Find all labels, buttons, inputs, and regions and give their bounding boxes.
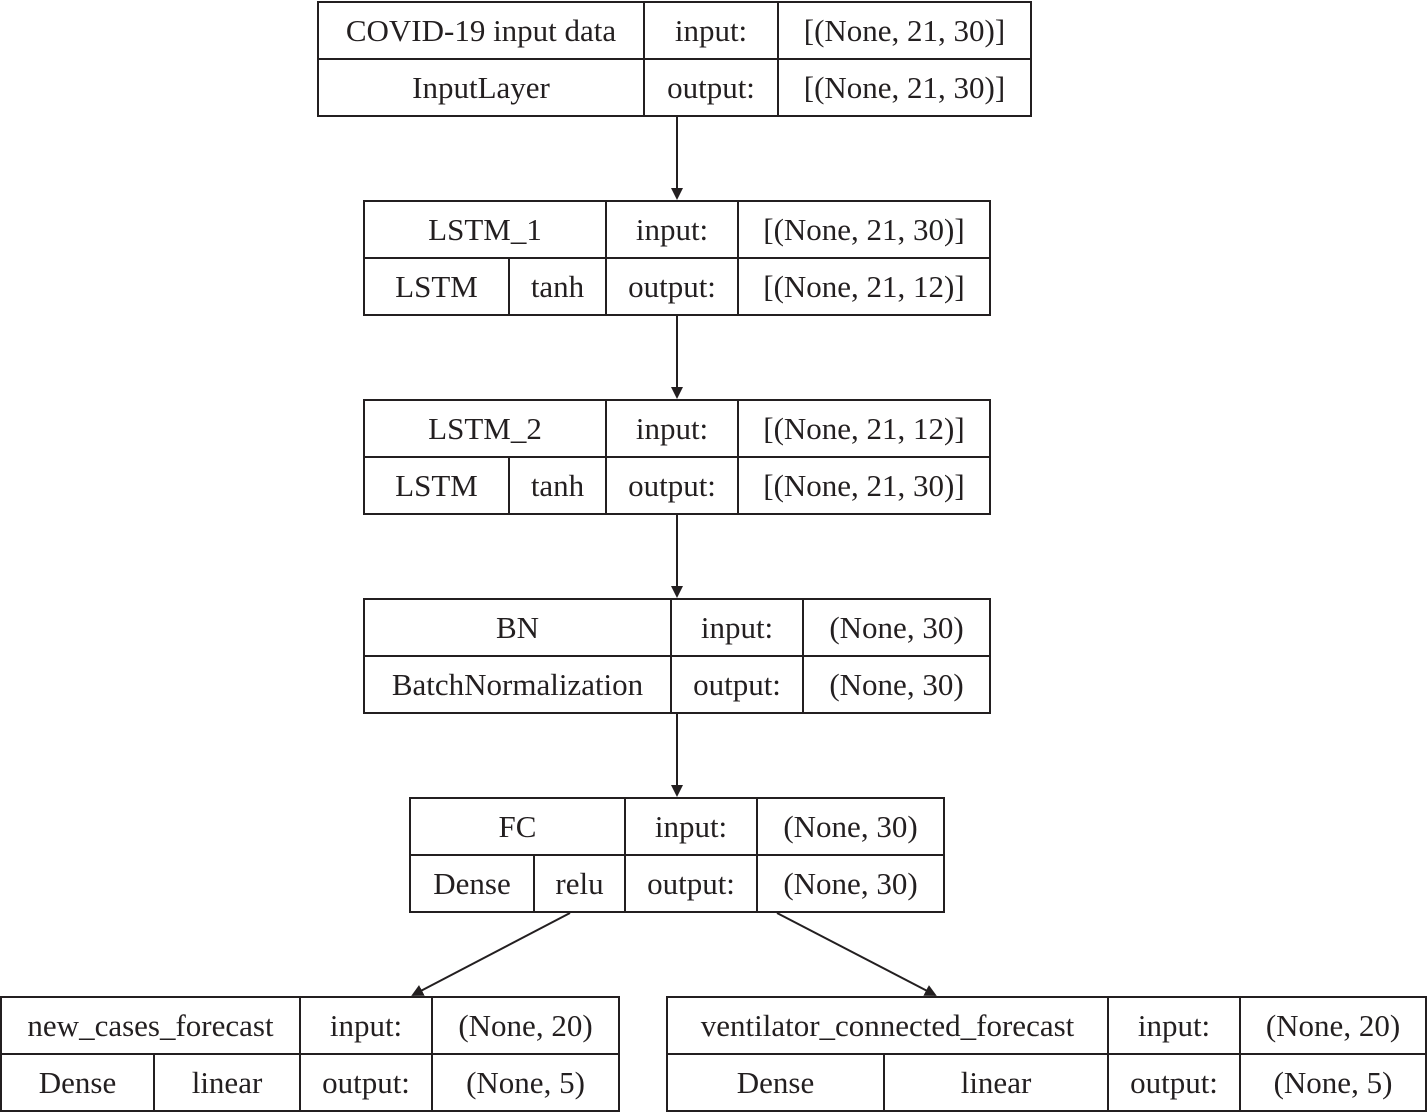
layer-activation: tanh (508, 257, 607, 316)
layer-type: Dense (409, 854, 535, 913)
layer-activation: relu (533, 854, 626, 913)
output-label: output: (299, 1053, 433, 1112)
edge-fc-to-new-cases (411, 912, 571, 996)
layer-type: LSTM (363, 456, 510, 515)
output-label: output: (1107, 1053, 1241, 1112)
input-shape: [(None, 21, 12)] (737, 399, 991, 458)
input-label: input: (1107, 996, 1241, 1055)
output-label: output: (643, 58, 779, 117)
output-shape: [(None, 21, 12)] (737, 257, 991, 316)
output-shape: [(None, 21, 30)] (737, 456, 991, 515)
input-shape: (None, 20) (431, 996, 620, 1055)
output-shape: [(None, 21, 30)] (777, 58, 1032, 117)
layer-activation: linear (153, 1053, 301, 1112)
layer-name: FC (409, 797, 626, 856)
layer-type: Dense (666, 1053, 885, 1112)
input-shape: (None, 30) (802, 598, 991, 657)
layer-name: LSTM_2 (363, 399, 607, 458)
input-shape: (None, 20) (1239, 996, 1427, 1055)
input-shape: [(None, 21, 30)] (777, 1, 1032, 60)
layer-name: LSTM_1 (363, 200, 607, 259)
input-label: input: (643, 1, 779, 60)
layer-type: Dense (0, 1053, 155, 1112)
output-label: output: (624, 854, 758, 913)
output-shape: (None, 30) (756, 854, 945, 913)
layer-name: ventilator_connected_forecast (666, 996, 1109, 1055)
output-shape: (None, 5) (1239, 1053, 1427, 1112)
input-shape: (None, 30) (756, 797, 945, 856)
output-shape: (None, 5) (431, 1053, 620, 1112)
output-shape: (None, 30) (802, 655, 991, 714)
layer-activation: tanh (508, 456, 607, 515)
edge-fc-to-ventilator (776, 912, 937, 996)
input-label: input: (299, 996, 433, 1055)
input-shape: [(None, 21, 30)] (737, 200, 991, 259)
input-label: input: (624, 797, 758, 856)
layer-type: InputLayer (317, 58, 645, 117)
input-label: input: (670, 598, 804, 657)
output-label: output: (605, 456, 739, 515)
layer-name: COVID-19 input data (317, 1, 645, 60)
output-label: output: (605, 257, 739, 316)
input-label: input: (605, 399, 739, 458)
layer-name: BN (363, 598, 672, 657)
output-label: output: (670, 655, 804, 714)
layer-activation: linear (883, 1053, 1109, 1112)
layer-type: LSTM (363, 257, 510, 316)
layer-name: new_cases_forecast (0, 996, 301, 1055)
layer-type: BatchNormalization (363, 655, 672, 714)
input-label: input: (605, 200, 739, 259)
